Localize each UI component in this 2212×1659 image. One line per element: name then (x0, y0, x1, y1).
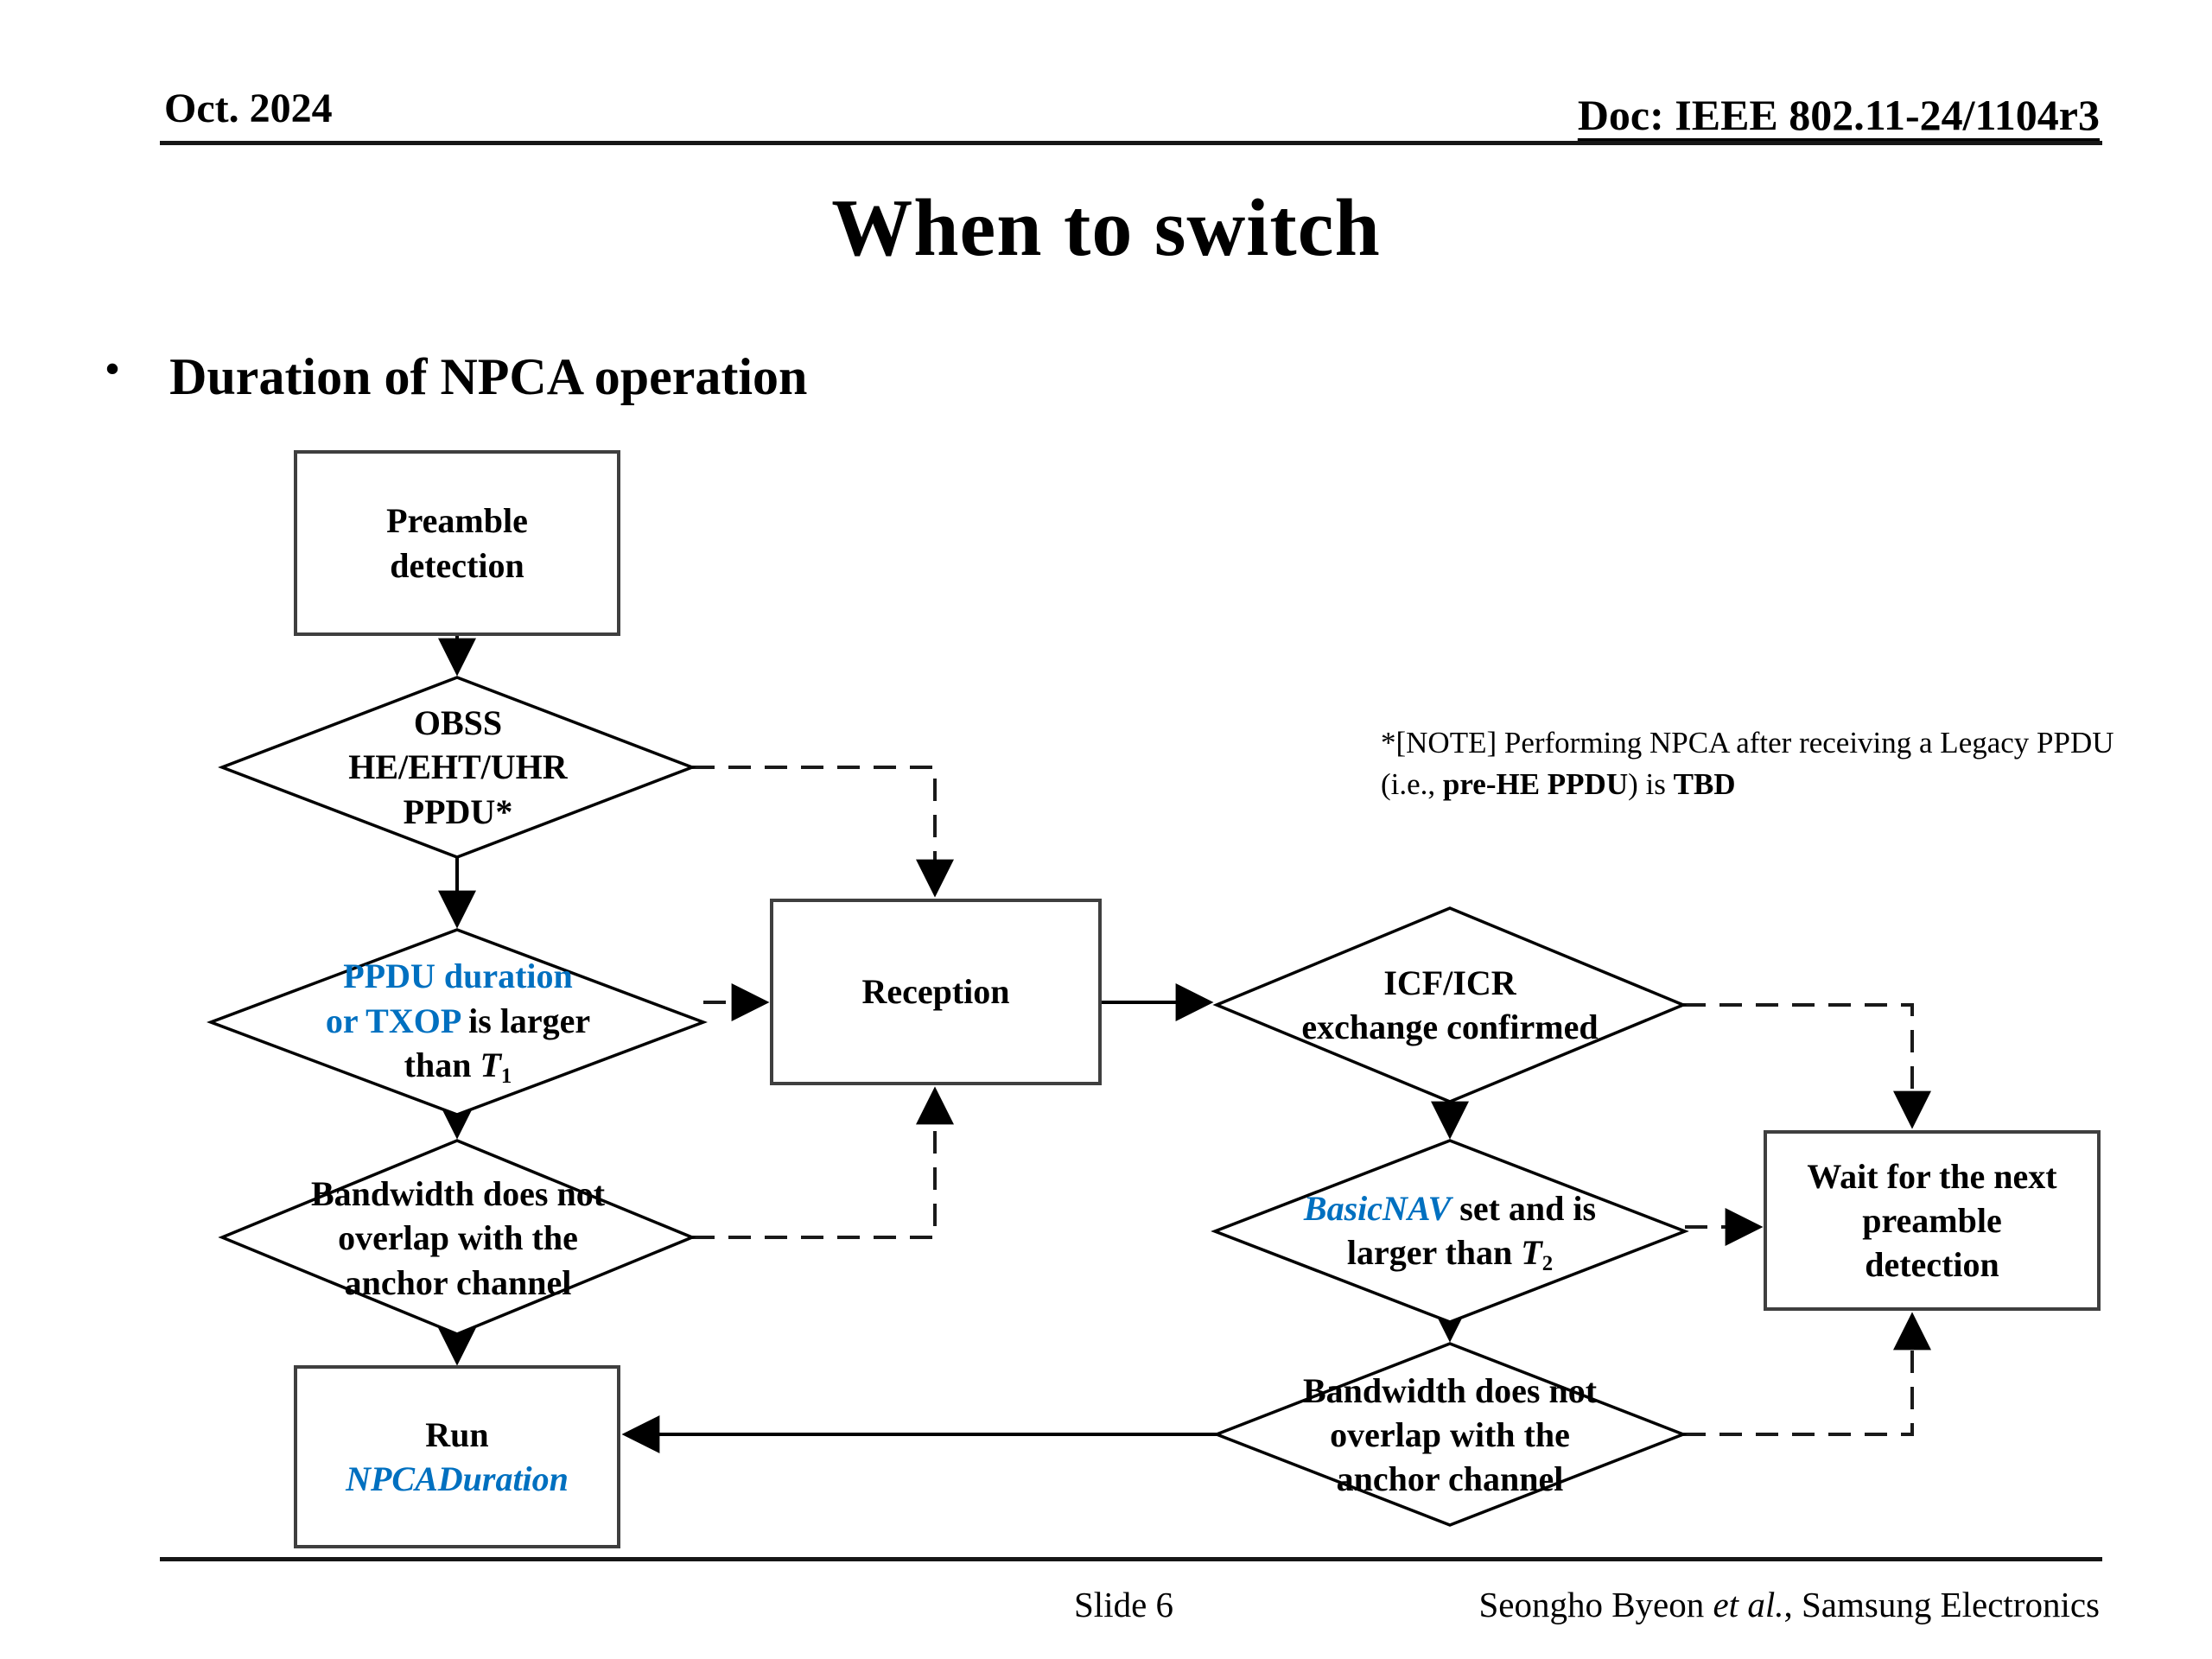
bandwidth-right-diamond (1212, 1342, 1688, 1527)
obss-ppdu-diamond (218, 676, 696, 859)
footer-divider (160, 1557, 2102, 1561)
doc-number: Doc: IEEE 802.11-24/1104r3 (1577, 91, 2100, 139)
footer-authors-etal: et al. (1713, 1585, 1784, 1624)
reception-box (770, 899, 1102, 1085)
ppdu-duration-blue2: or TXOP (325, 1001, 461, 1040)
note-bold-tbd: TBD (1673, 766, 1736, 801)
bandwidth-left-label: Bandwidth does not overlap with the anch… (310, 1174, 606, 1302)
run-npcaduration-label: Run NPCADuration (296, 1367, 619, 1547)
ppdu-duration-var-sub: 1 (500, 1064, 512, 1088)
bullet-icon: • (105, 346, 120, 391)
npcaduration-label: NPCADuration (346, 1459, 569, 1498)
page-title: When to switch (831, 183, 1381, 273)
footer-authors-prefix: Seongho Byeon (1478, 1585, 1713, 1624)
preamble-detection-box (294, 450, 620, 636)
slide-date: Oct. 2024 (164, 86, 333, 131)
bullet-text: Duration of NPCA operation (169, 348, 808, 405)
basicnav-var-sub: 2 (1541, 1252, 1554, 1276)
wait-next-preamble-box (1764, 1130, 2101, 1311)
ppdu-duration-var-t: T (480, 1045, 501, 1084)
reception-label: Reception (861, 972, 1010, 1012)
wait-next-preamble-label: Wait for the next preamble detection (1807, 1156, 2057, 1285)
header-divider (160, 141, 2102, 145)
icf-icr-label: ICF/ICR exchange confirmed (1301, 963, 1599, 1046)
ppdu-duration-black2: than (404, 1045, 480, 1084)
ppdu-duration-blue1: PPDU duration (343, 957, 573, 996)
basicnav-var-t: T (1521, 1233, 1542, 1273)
footer-authors-suffix: , Samsung Electronics (1783, 1585, 2100, 1624)
ppdu-duration-black1: is larger (460, 1001, 591, 1040)
note-part2: ) is (1628, 766, 1674, 801)
slide-number: Slide 6 (1074, 1585, 1174, 1624)
bandwidth-left-diamond (218, 1139, 696, 1336)
note-bold-prehe: pre-HE PPDU (1442, 766, 1629, 801)
connector-obss-to-reception-dashed (692, 766, 954, 898)
basicnav-diamond (1211, 1139, 1689, 1324)
ppdu-duration-diamond (207, 928, 708, 1116)
basicnav-black1: set and is (1451, 1189, 1597, 1229)
bandwidth-right-label: Bandwidth does not overlap with the anch… (1302, 1370, 1598, 1499)
run-npcaduration-box (294, 1365, 620, 1548)
run-label: Run (425, 1414, 489, 1454)
basicnav-label: BasicNAV set and is larger than T2 (1234, 1158, 1666, 1306)
basicnav-black2: larger than (1346, 1233, 1522, 1273)
preamble-detection-label: Preamble detection (386, 501, 528, 585)
connector-bwright-to-wait-dashed (1683, 1312, 1931, 1436)
basicnav-blue: BasicNAV (1303, 1189, 1452, 1229)
footer-authors: Seongho Byeon et al., Samsung Electronic… (1478, 1584, 2100, 1625)
icf-icr-diamond (1212, 906, 1688, 1103)
connector-bwleft-to-reception-dashed (692, 1086, 954, 1239)
ppdu-duration-label: PPDU duration or TXOP is larger than T1 (242, 940, 674, 1104)
bullet-item: • Duration of NPCA operation (105, 346, 807, 407)
note-part1: *[NOTE] Performing NPCA after receiving … (1381, 726, 2114, 801)
obss-ppdu-label: OBSS HE/EHT/UHR PPDU* (348, 703, 568, 831)
note-text: *[NOTE] Performing NPCA after receiving … (1381, 722, 2141, 804)
connector-icf-to-wait-dashed (1683, 1003, 1931, 1129)
